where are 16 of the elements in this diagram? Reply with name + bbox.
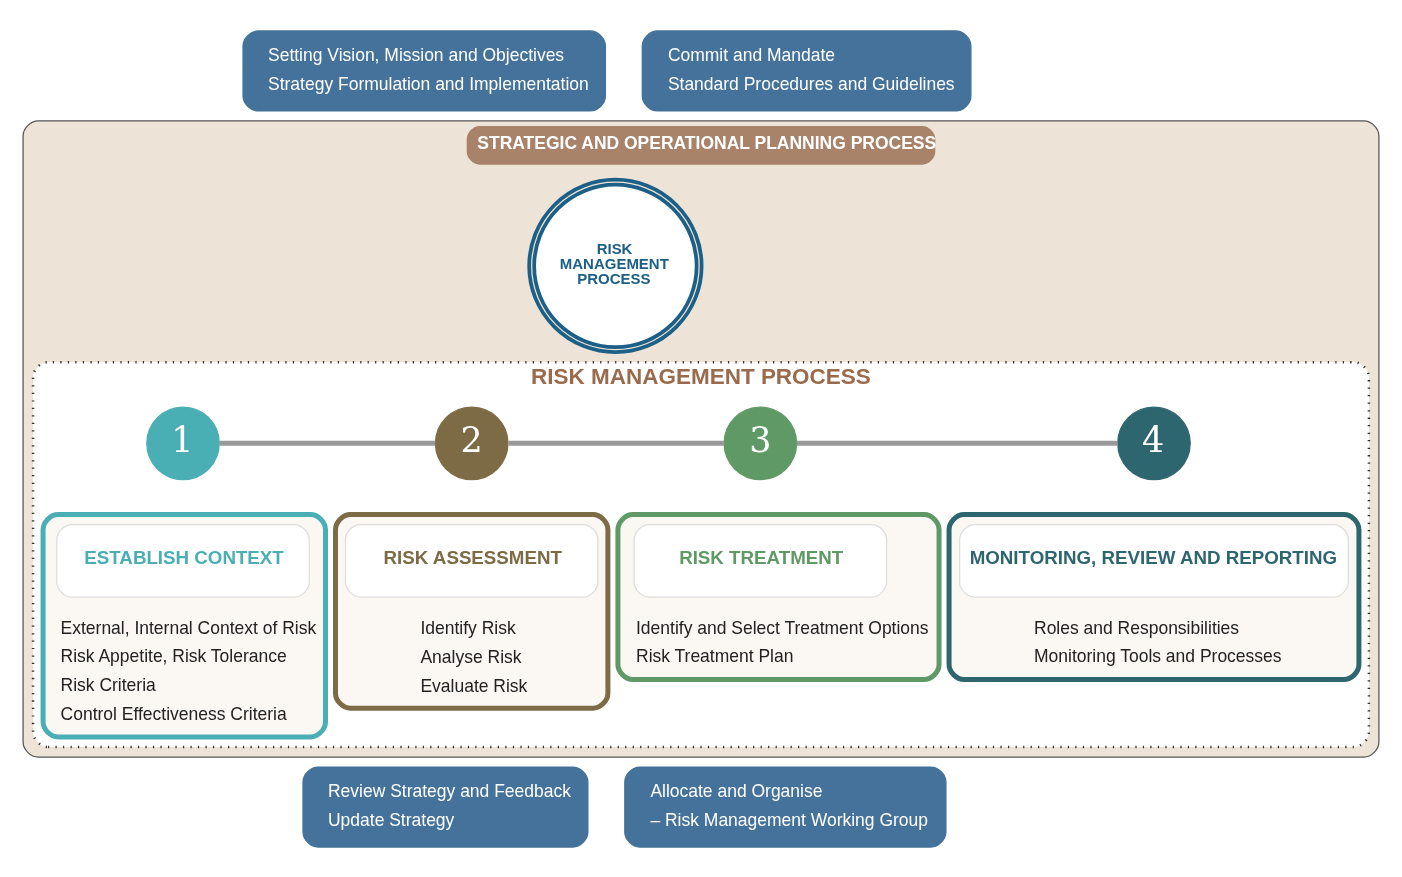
node-circle: 2 xyxy=(434,406,509,480)
node-circle: RISK MANAGEMENT PROCESS xyxy=(527,177,704,354)
node-box: RISK TREATMENT xyxy=(633,523,888,598)
connector xyxy=(796,440,1118,446)
node-box: RISK ASSESSMENT xyxy=(344,523,599,598)
connector xyxy=(508,440,724,446)
node-box: MONITORING, REVIEW AND REPORTING xyxy=(959,523,1349,598)
node-box: Review Strategy and Feedback Update Strategy xyxy=(302,765,589,848)
node-box: Allocate and Organise – Risk Management Working Group xyxy=(624,765,947,848)
node-circle: 1 xyxy=(146,406,220,480)
node-box: ESTABLISH CONTEXT xyxy=(56,523,310,598)
connector xyxy=(219,440,436,446)
node-box: Commit and Mandate Standard Procedures and Guidelines xyxy=(641,29,972,112)
node-circle: 3 xyxy=(723,406,798,480)
node-box: Setting Vision, Mission and Objectives Strategy Formulation and Implementation xyxy=(242,29,607,112)
node-circle: 4 xyxy=(1117,406,1191,480)
